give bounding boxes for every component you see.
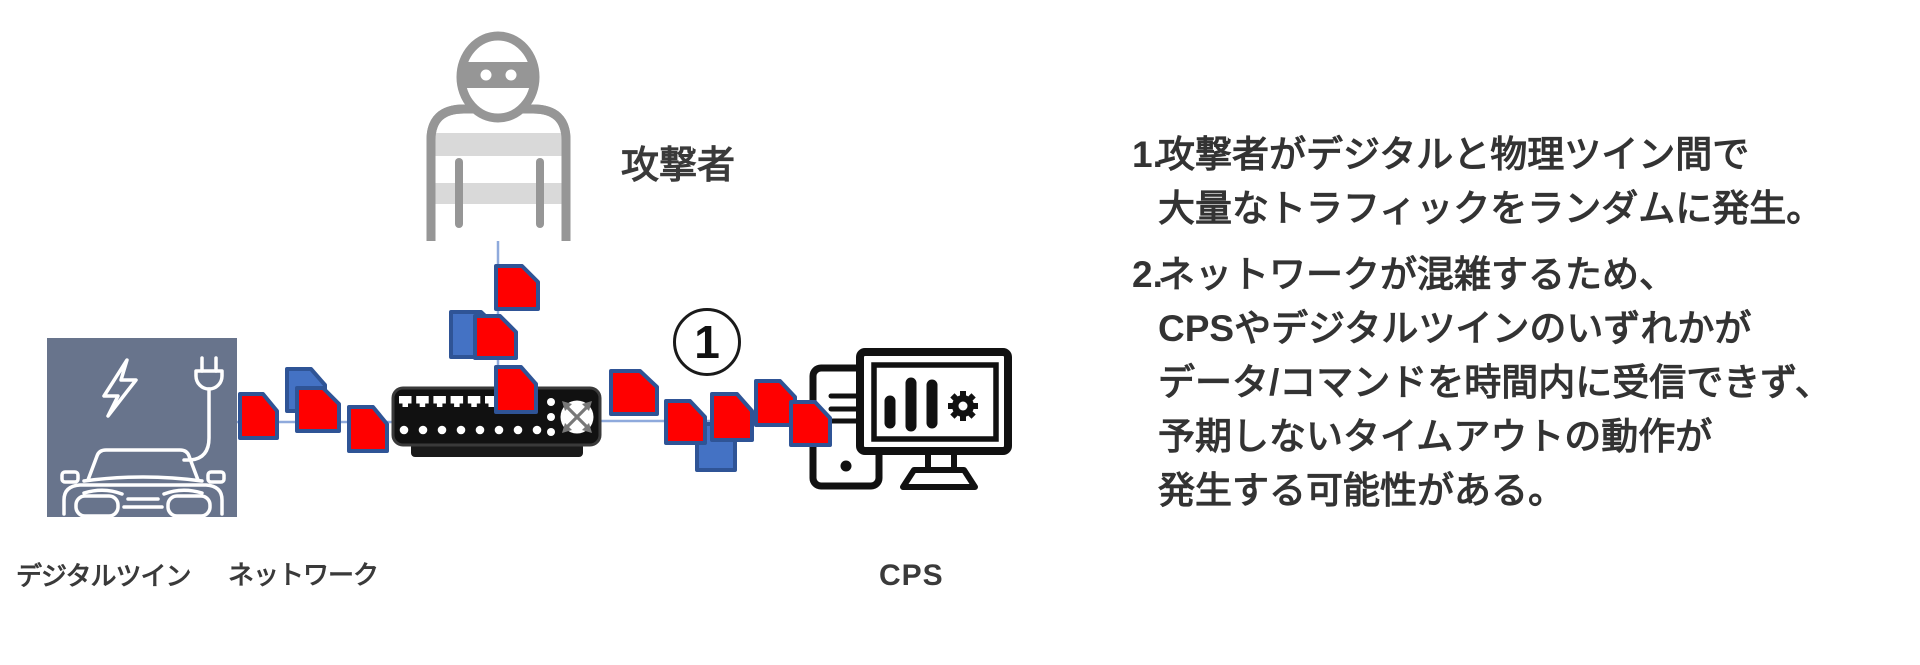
note-marker: 2. [1132, 254, 1163, 295]
packet-red [238, 392, 279, 440]
network-label: ネットワーク [228, 560, 379, 590]
notes-panel: 1. 攻撃者がデジタルと物理ツイン間で 大量なトラフィックをランダムに発生。 2… [1132, 128, 1832, 518]
packet-red [494, 365, 538, 414]
note-marker: 1. [1132, 134, 1163, 175]
note-line: 攻撃者がデジタルと物理ツイン間で [1158, 134, 1750, 175]
note-line: ネットワークが混雑するため、 [1158, 254, 1676, 295]
note-item-1: 1. 攻撃者がデジタルと物理ツイン間で 大量なトラフィックをランダムに発生。 [1132, 128, 1832, 236]
gear-icon [948, 391, 978, 421]
packet-red [710, 392, 754, 442]
packet-red [473, 314, 518, 360]
workstation-monitor-icon [809, 348, 1012, 490]
attacker-label: 攻撃者 [621, 145, 736, 187]
packet-red [609, 369, 659, 416]
burglar-icon [426, 31, 571, 241]
packet-red [664, 399, 707, 445]
packet-group [238, 264, 832, 472]
note-line: 予期しないタイムアウトの動作が [1158, 416, 1713, 457]
packet-red [295, 386, 341, 433]
packet-red [494, 264, 540, 311]
step-1-badge: 1 [673, 308, 741, 376]
packet-red [347, 405, 389, 453]
note-line: 大量なトラフィックをランダムに発生。 [1158, 188, 1824, 229]
digital-twin-label: デジタルツイン [16, 561, 191, 591]
cps-label: CPS [879, 559, 944, 592]
packet-red [789, 400, 832, 447]
note-line: データ/コマンドを時間内に受信できず、 [1158, 362, 1832, 403]
note-item-2: 2. ネットワークが混雑するため、 CPSやデジタルツインのいずれかが データ/… [1132, 248, 1832, 518]
diagram-graphics [47, 31, 1012, 518]
note-line: CPSやデジタルツインのいずれかが [1158, 308, 1752, 349]
ev-car-icon [47, 338, 237, 518]
note-line: 発生する可能性がある。 [1158, 470, 1565, 511]
bar-chart-glyph [884, 377, 938, 432]
